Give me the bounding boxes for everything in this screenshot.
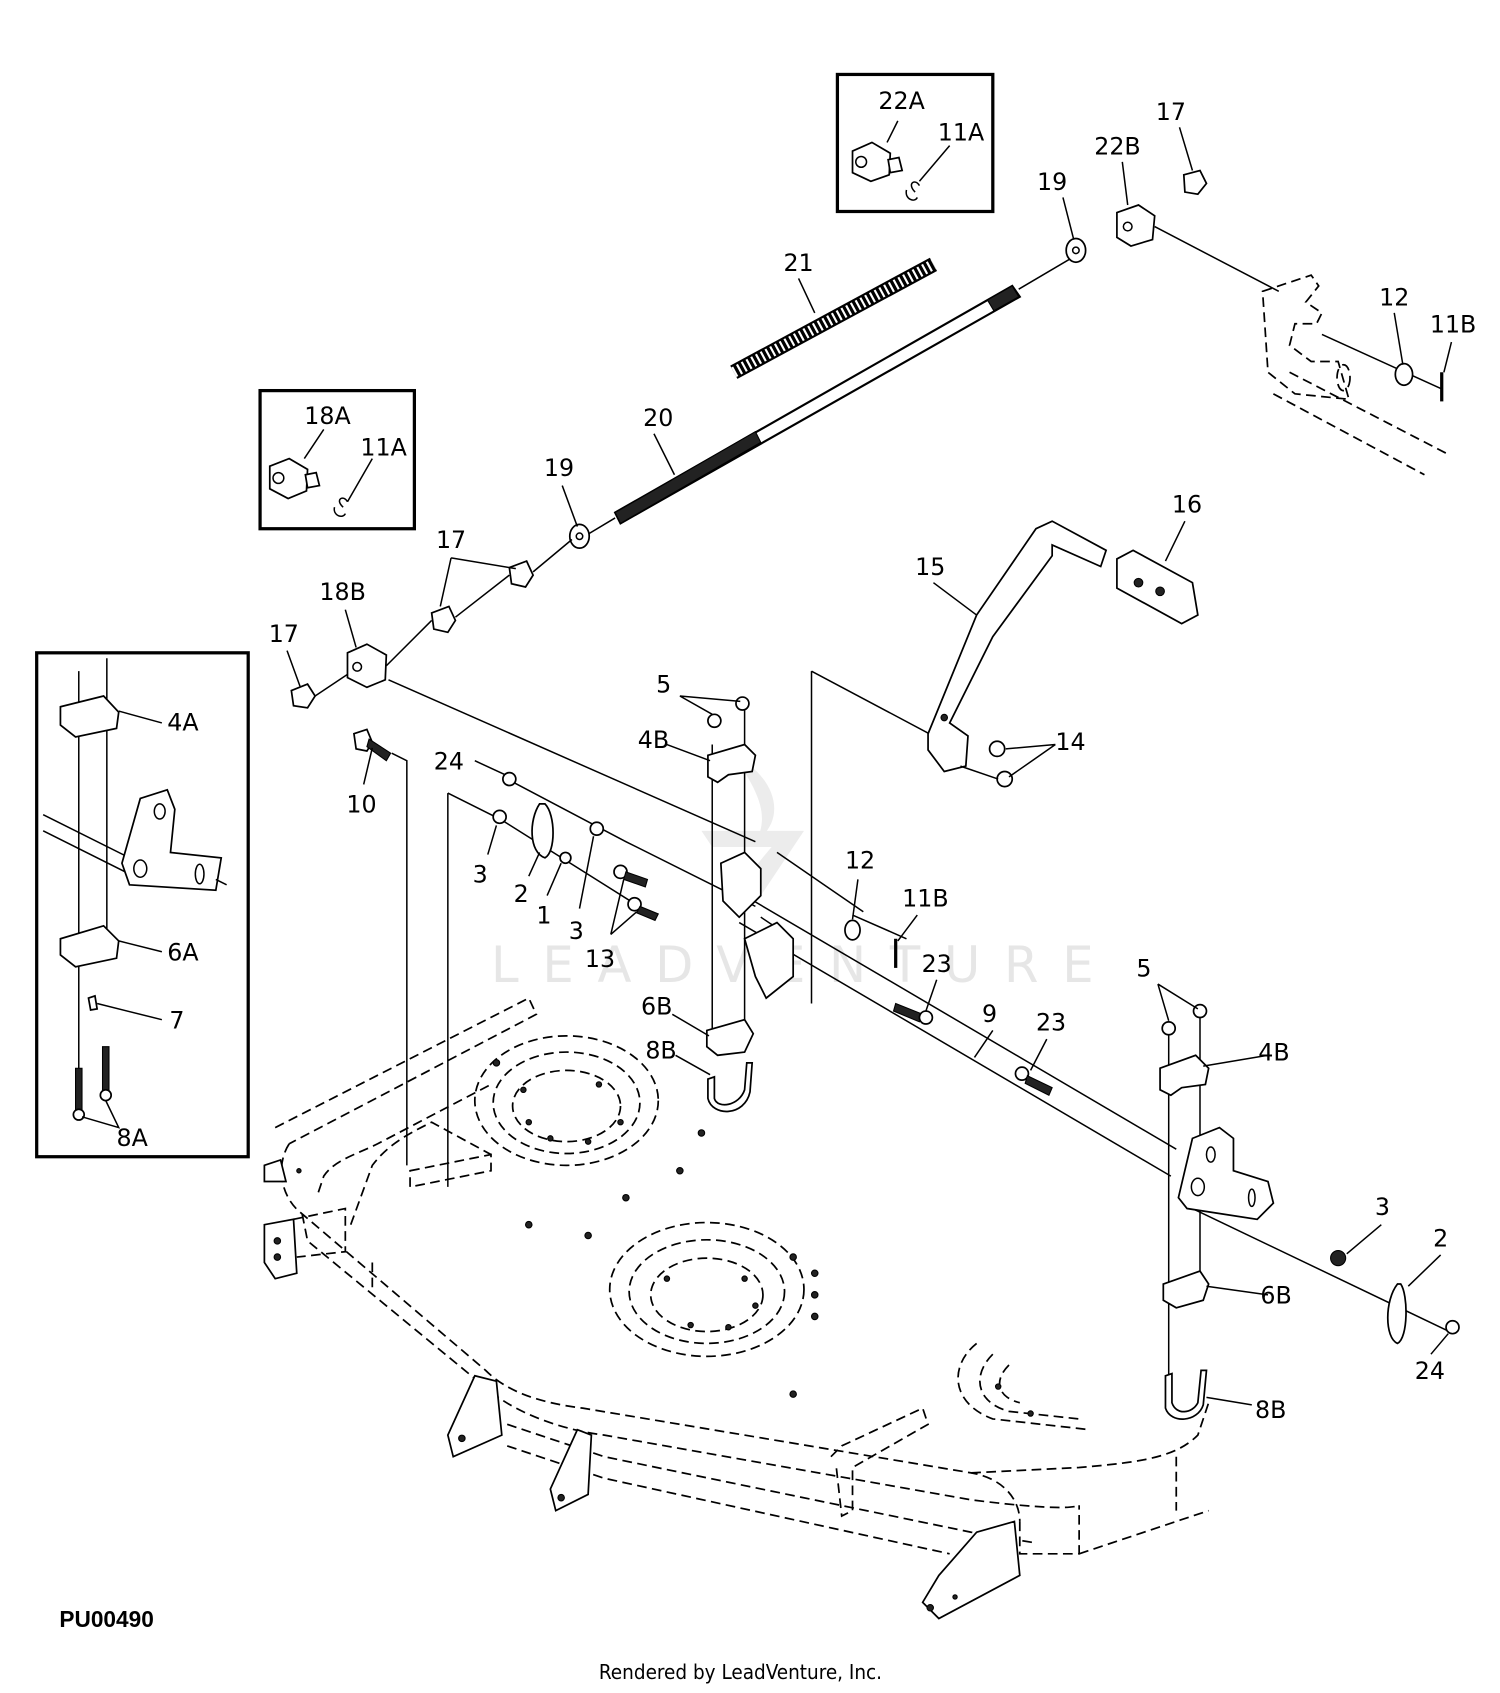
callout-9[interactable]: 9 [982, 1000, 997, 1028]
spindle-center [608, 1221, 805, 1358]
callout-11b[interactable]: 11B [902, 884, 948, 912]
callout-6a[interactable]: 6A [167, 938, 199, 966]
callout-8b[interactable]: 8B [1255, 1396, 1286, 1424]
callout-2[interactable]: 2 [514, 880, 529, 908]
callout-12[interactable]: 12 [845, 847, 875, 875]
callout-23[interactable]: 23 [1036, 1008, 1066, 1036]
callout-20[interactable]: 20 [643, 404, 673, 432]
callout-18b[interactable]: 18B [319, 578, 365, 606]
assembly-lines [388, 225, 1452, 1334]
inset-18a [258, 388, 417, 531]
callout-2[interactable]: 2 [1433, 1224, 1448, 1252]
figure-id: PU00490 [59, 1606, 153, 1632]
callout-11b[interactable]: 11B [1430, 310, 1476, 338]
rod-20 [587, 252, 1080, 535]
nut-17-mid2 [508, 560, 535, 588]
spindle-right [957, 1342, 1091, 1431]
callout-16[interactable]: 16 [1172, 491, 1202, 519]
inset-4a [35, 651, 250, 1159]
callout-5[interactable]: 5 [656, 671, 671, 699]
callout-19[interactable]: 19 [544, 454, 574, 482]
callout-24[interactable]: 24 [1415, 1357, 1445, 1385]
mower-deck [263, 996, 1210, 1620]
callout-11a[interactable]: 11A [360, 433, 407, 461]
callout-4b[interactable]: 4B [1258, 1039, 1289, 1067]
bearing-assembly-left [705, 696, 795, 1113]
nut-17-mid1 [430, 605, 457, 634]
callout-15[interactable]: 15 [915, 553, 945, 581]
trunnion-18b [346, 643, 388, 689]
watermark-logo-icon [701, 755, 804, 896]
callout-21[interactable]: 21 [783, 249, 813, 277]
callout-5[interactable]: 5 [1136, 955, 1151, 983]
callout-8b[interactable]: 8B [645, 1037, 676, 1065]
pedal-pad-16 [1116, 549, 1199, 625]
leader-lines [286, 127, 1453, 1406]
washer-19-top [1065, 237, 1087, 264]
spindle-left [473, 1035, 660, 1167]
callout-11a[interactable]: 11A [938, 118, 985, 146]
callout-14[interactable]: 14 [1055, 728, 1085, 756]
callout-8a[interactable]: 8A [117, 1124, 149, 1152]
callout-6b[interactable]: 6B [641, 992, 672, 1020]
trunnion-22b [1116, 204, 1156, 247]
callout-24[interactable]: 24 [434, 747, 464, 775]
deck-holes [492, 1059, 819, 1398]
washer-12-top [1394, 362, 1414, 387]
callout-6b[interactable]: 6B [1260, 1281, 1291, 1309]
callout-18a[interactable]: 18A [304, 402, 351, 430]
callouts: 22A 11A 17 22B 19 21 12 11B 18A 11A 20 1… [117, 87, 1477, 1424]
callout-13[interactable]: 13 [585, 945, 615, 973]
callout-3[interactable]: 3 [569, 917, 584, 945]
callout-23[interactable]: 23 [922, 950, 952, 978]
callout-7[interactable]: 7 [169, 1006, 184, 1034]
nut-17-left [290, 683, 317, 709]
callout-22a[interactable]: 22A [878, 87, 925, 115]
spring-21 [730, 257, 938, 379]
deck-bracket-right [1261, 274, 1447, 476]
pedal-arm-15 [927, 520, 1108, 773]
render-credit: Rendered by LeadVenture, Inc. [599, 1660, 882, 1684]
callout-1[interactable]: 1 [536, 902, 551, 930]
washer-19-mid [568, 523, 591, 550]
nuts-14 [960, 740, 1014, 788]
nut-17-top [1182, 169, 1208, 196]
callout-10[interactable]: 10 [346, 791, 376, 819]
callout-17[interactable]: 17 [269, 620, 299, 648]
hardware [296, 728, 1460, 1345]
callout-22b[interactable]: 22B [1094, 132, 1140, 160]
bearing-assembly-right [1159, 1003, 1275, 1420]
callout-19[interactable]: 19 [1037, 168, 1067, 196]
callout-17[interactable]: 17 [1156, 98, 1186, 126]
callout-4b[interactable]: 4B [638, 726, 669, 754]
callout-3[interactable]: 3 [1375, 1193, 1390, 1221]
inset-22a [835, 72, 995, 214]
callout-17[interactable]: 17 [436, 526, 466, 554]
callout-4a[interactable]: 4A [167, 709, 199, 737]
callout-3[interactable]: 3 [473, 861, 488, 889]
callout-12[interactable]: 12 [1379, 283, 1409, 311]
